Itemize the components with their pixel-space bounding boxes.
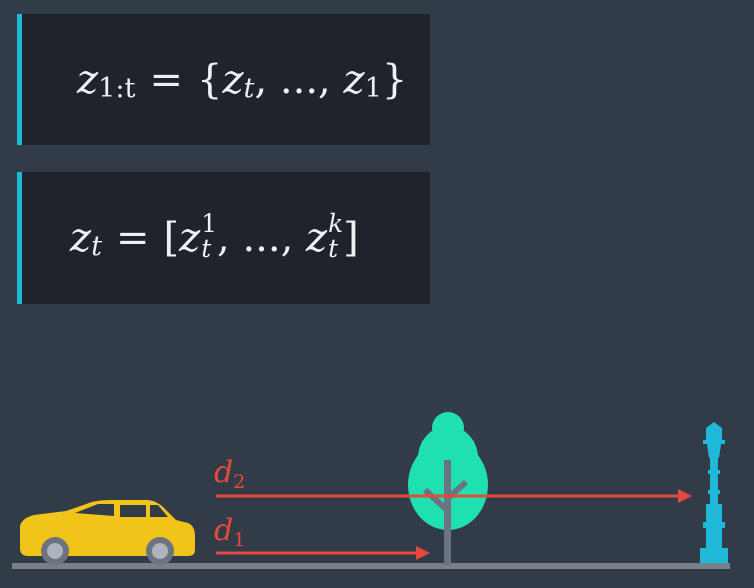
eq2-sep1: , (217, 215, 230, 261)
eq1-sep2: , (318, 56, 331, 103)
eq2-open-bracket: [ (163, 215, 180, 261)
eq1-first-sub: t (243, 72, 255, 104)
eq2-sep2: , (280, 215, 294, 261)
eq2-last-var: z (306, 215, 328, 261)
eq2-close-bracket: ] (343, 215, 359, 261)
eq2-lhs-sub: t (91, 231, 103, 263)
eq2-last-sub: t (328, 233, 339, 263)
eq2-equals: = (116, 215, 150, 261)
eq1-last-sub: 1 (364, 72, 382, 104)
eq2-first-sup: 1 (201, 208, 217, 238)
eq1-lhs-var: z (77, 56, 99, 103)
ground-line (12, 563, 730, 569)
distance-arrow-d2 (216, 489, 692, 503)
eq1-ellipsis: ... (279, 56, 319, 103)
eq1-open-brace: { (196, 56, 223, 103)
eq2-ellipsis: ... (242, 215, 281, 261)
eq1-last-var: z (343, 56, 365, 103)
eq1-equals: = (149, 56, 183, 103)
car-icon (20, 500, 195, 565)
label-d2: d2 (214, 455, 245, 493)
eq1-lhs-sub: 1:t (98, 72, 136, 104)
eq2-last-sup: k (328, 208, 344, 238)
eq2-first-var: z (179, 215, 201, 261)
eq1-sep1: , (254, 56, 268, 103)
eq2-lhs-var: z (70, 215, 92, 261)
distance-arrow-d1 (216, 546, 430, 560)
eq2-first-sub: t (201, 233, 212, 263)
street-lamp-icon (700, 422, 728, 563)
eq1-first-var: z (222, 56, 244, 103)
tree-icon (408, 412, 488, 565)
eq1-close-brace: } (381, 56, 408, 103)
label-d1: d1 (214, 513, 245, 551)
